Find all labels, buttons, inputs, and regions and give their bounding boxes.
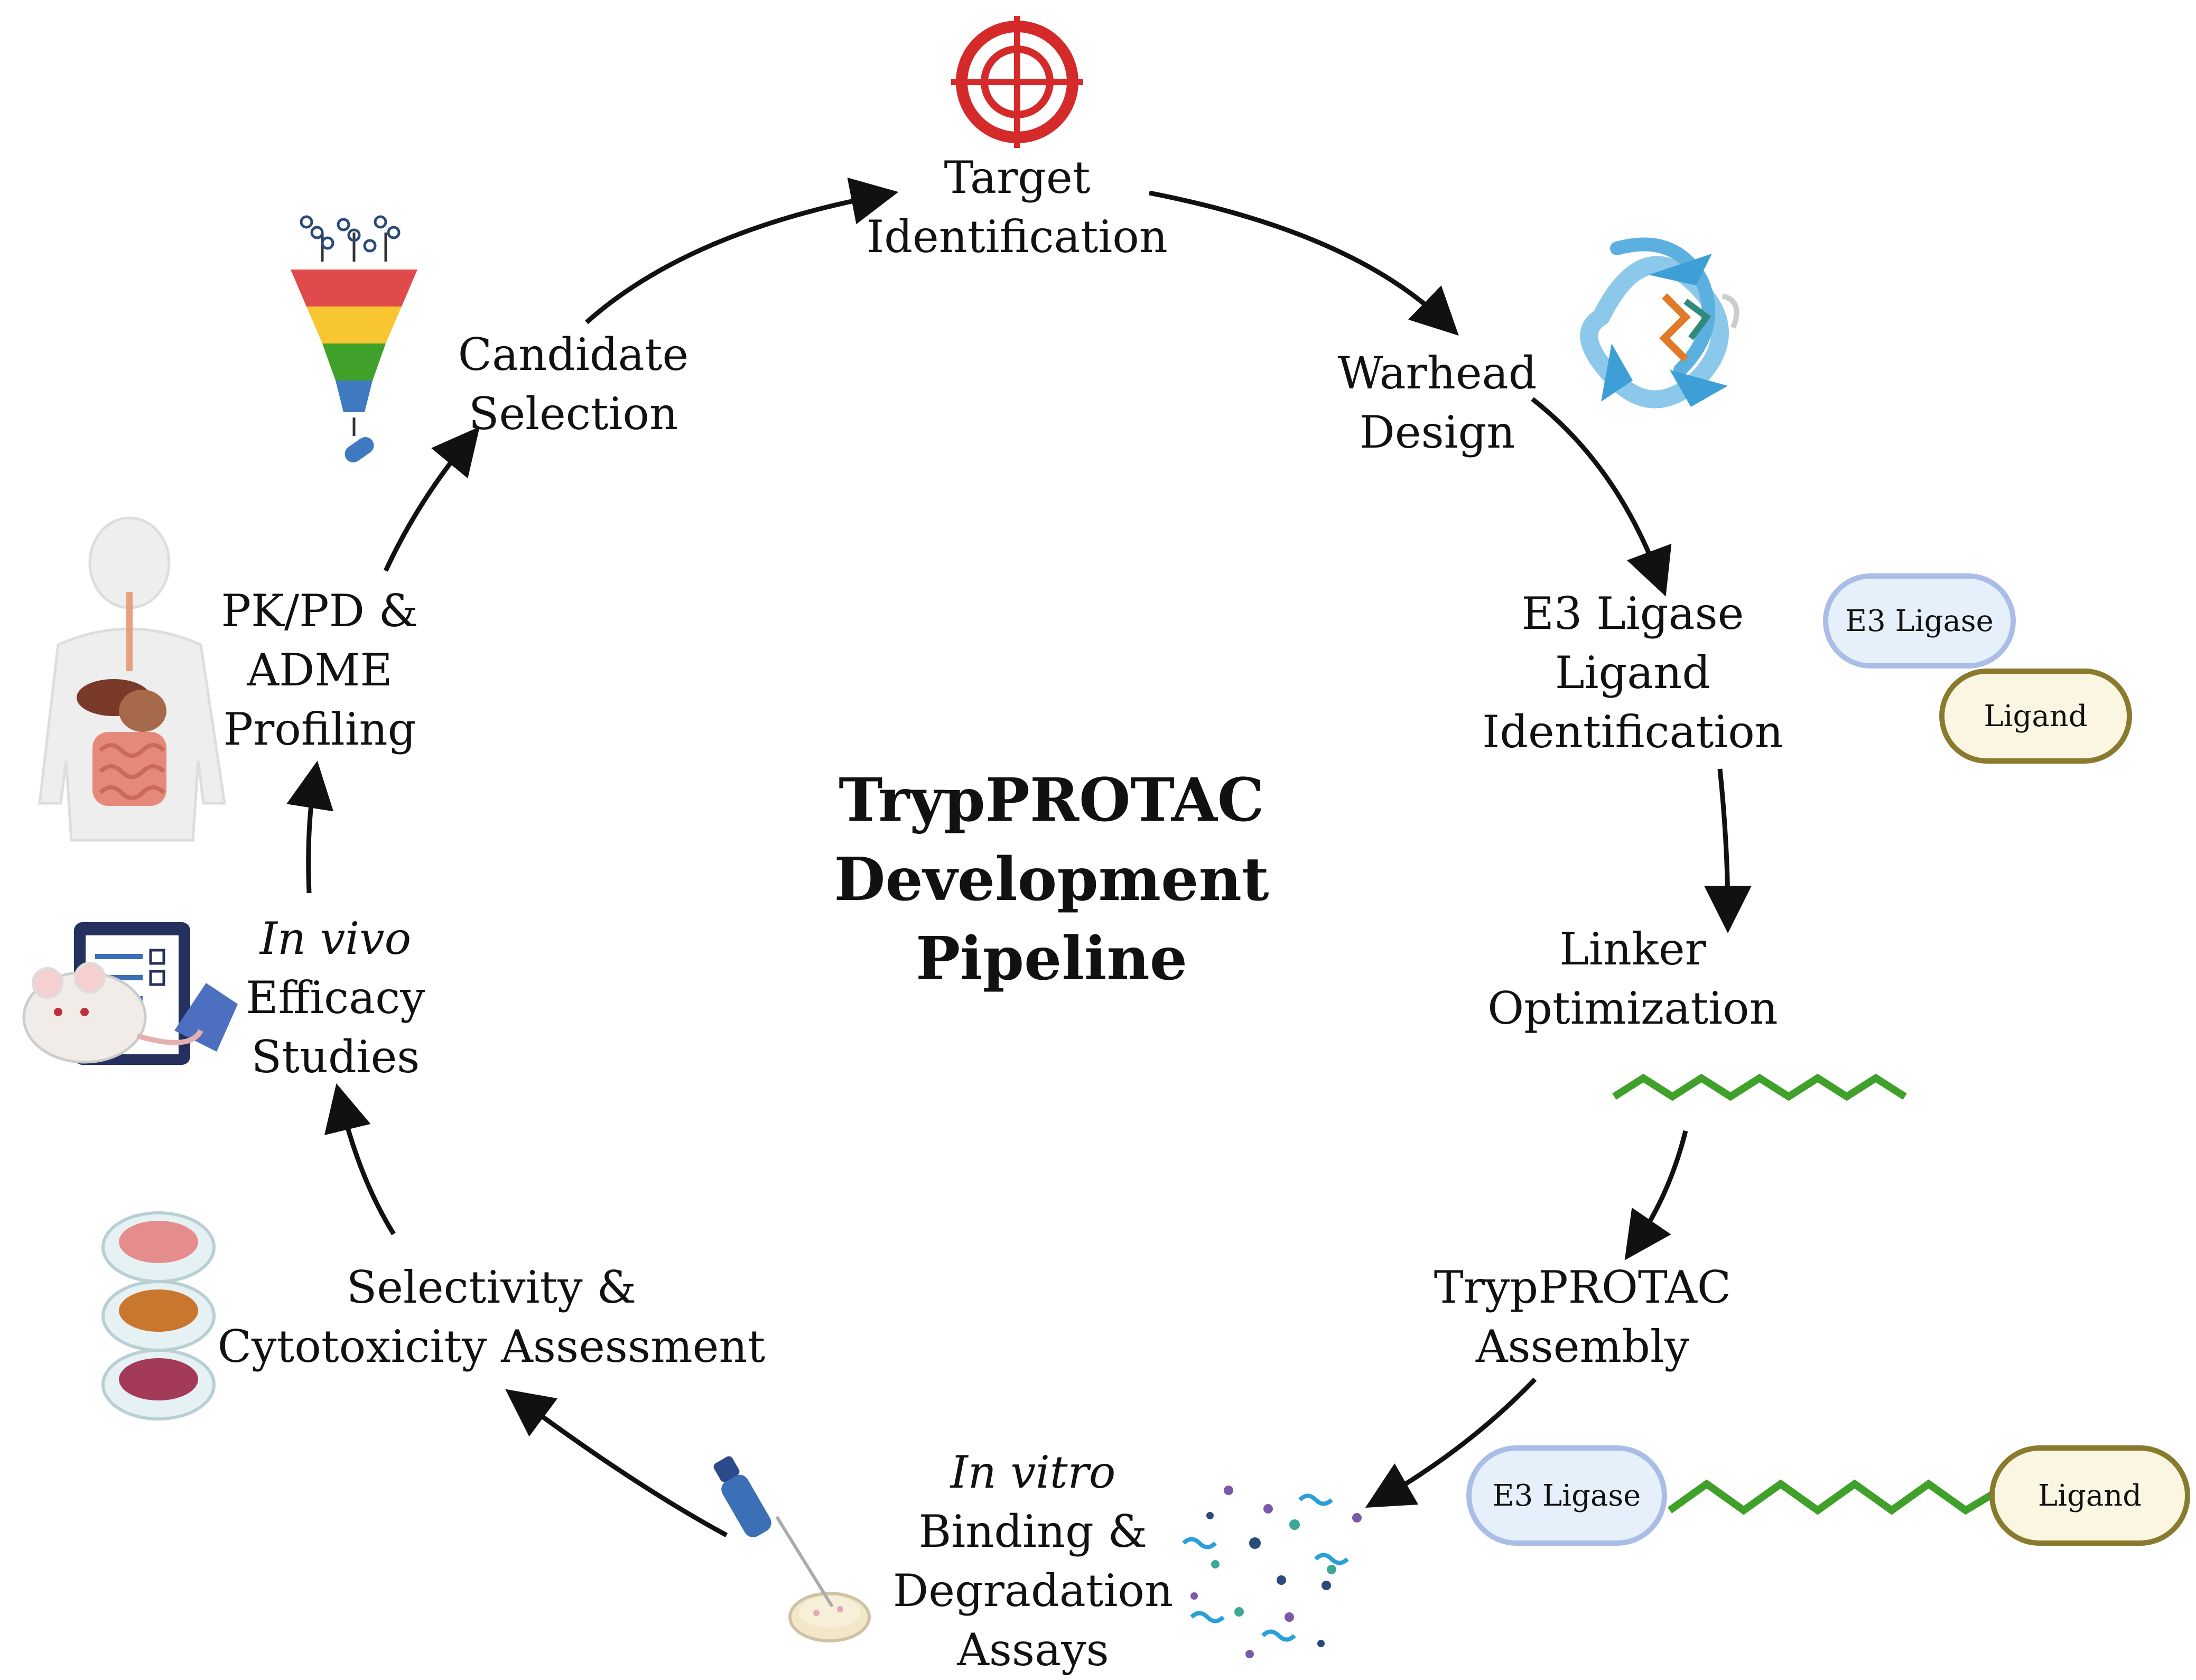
step-label-line: Assays <box>957 1624 1109 1676</box>
step-label-line: Profiling <box>223 703 416 755</box>
step-label-line: ADME <box>247 644 393 696</box>
title-line-2: Development <box>834 845 1269 914</box>
step-in-vitro-assays: In vitro Binding & Degradation Assays <box>893 1443 1173 1679</box>
step-label-line: TrypPROTAC <box>1434 1261 1732 1313</box>
step-label-line: Cytotoxicity Assessment <box>217 1321 766 1372</box>
step-label-line: Design <box>1359 406 1515 458</box>
step-target-identification: Target Identification <box>867 148 1168 266</box>
step-selectivity-cytotoxicity: Selectivity & Cytotoxicity Assessment <box>218 1258 765 1376</box>
assembled-e3-ligase-pill-label: E3 Ligase <box>1492 1478 1641 1513</box>
step-label-line: Optimization <box>1487 982 1778 1034</box>
ligand-pill-label: Ligand <box>1984 699 2088 734</box>
arrow-assembly-to-invitro <box>1365 1377 1537 1508</box>
title-line-3: Pipeline <box>915 924 1188 994</box>
step-label-line: PK/PD & <box>221 585 418 637</box>
step-label-line: Linker <box>1559 923 1706 975</box>
step-label-line: In vivo <box>259 913 412 964</box>
step-linker-optimization: Linker Optimization <box>1487 920 1778 1038</box>
step-label-line: Degradation <box>892 1565 1174 1617</box>
step-label-line: Ligand <box>1555 647 1711 699</box>
step-warhead-design: Warhead Design <box>1338 344 1537 462</box>
arrow-candidate-to-target <box>585 177 899 324</box>
arrow-invivo-to-pkpd <box>286 760 334 894</box>
target-icon <box>951 16 1083 148</box>
e3-ligase-pill-label: E3 Ligase <box>1845 604 1994 638</box>
step-pkpd-adme-profiling: PK/PD & ADME Profiling <box>221 581 418 759</box>
arrow-invitro-to-selectivity <box>505 1389 728 1537</box>
step-tryprotac-assembly: TrypPROTAC Assembly <box>1434 1258 1731 1376</box>
assembled-ligand-pill: Ligand <box>1989 1445 2190 1546</box>
assembled-e3-ligase-pill: E3 Ligase <box>1466 1445 1667 1546</box>
step-label-line: Identification <box>867 211 1168 263</box>
molecules-scatter-icon <box>1182 1486 1362 1658</box>
step-label-line: Selection <box>468 388 678 440</box>
arrow-e3-to-linker <box>1704 768 1752 933</box>
screening-funnel-icon <box>291 215 417 463</box>
step-label-line: Assembly <box>1475 1321 1690 1372</box>
step-e3-ligase-ligand-identification: E3 Ligase Ligand Identification <box>1482 584 1783 762</box>
step-label-line: Warhead <box>1337 347 1537 399</box>
title-line-1: TrypPROTAC <box>839 766 1264 835</box>
arrow-pkpd-to-candidate <box>383 426 480 572</box>
assembled-ligand-pill-label: Ligand <box>2037 1478 2142 1513</box>
step-label-line: In vitro <box>950 1446 1116 1498</box>
arrow-warhead-to-e3 <box>1531 397 1672 597</box>
arrow-linker-to-assembly <box>1624 1130 1688 1260</box>
arrow-target-to-warhead <box>1149 190 1459 336</box>
petri-dish-stack-icon <box>101 1211 216 1421</box>
step-candidate-selection: Candidate Selection <box>458 325 688 443</box>
step-label-line: Target <box>944 152 1091 203</box>
arrow-selectivity-to-invivo <box>324 1083 396 1236</box>
human-body-organs-icon <box>38 516 226 842</box>
mouse-checklist-icon <box>22 922 238 1065</box>
pipeline-title: TrypPROTAC Development Pipeline <box>834 761 1269 999</box>
step-label-line: Identification <box>1482 706 1783 758</box>
step-label-line: E3 Ligase <box>1521 588 1744 639</box>
e3-ligase-pill: E3 Ligase <box>1823 573 2016 669</box>
step-label-line: Studies <box>251 1031 420 1083</box>
protein-structure-icon <box>1580 237 1739 409</box>
pipette-dish-icon <box>713 1456 871 1642</box>
step-label-line: Selectivity & <box>346 1261 637 1313</box>
assembled-linker-icon <box>1667 1479 1994 1515</box>
step-label-line: Binding & <box>918 1506 1148 1557</box>
linker-zigzag-icon <box>1612 1073 1907 1101</box>
step-label-line: Candidate <box>458 329 689 380</box>
step-in-vivo-efficacy: In vivo Efficacy Studies <box>246 909 425 1087</box>
ligand-pill: Ligand <box>1939 669 2132 764</box>
step-label-line: Efficacy <box>246 972 425 1024</box>
